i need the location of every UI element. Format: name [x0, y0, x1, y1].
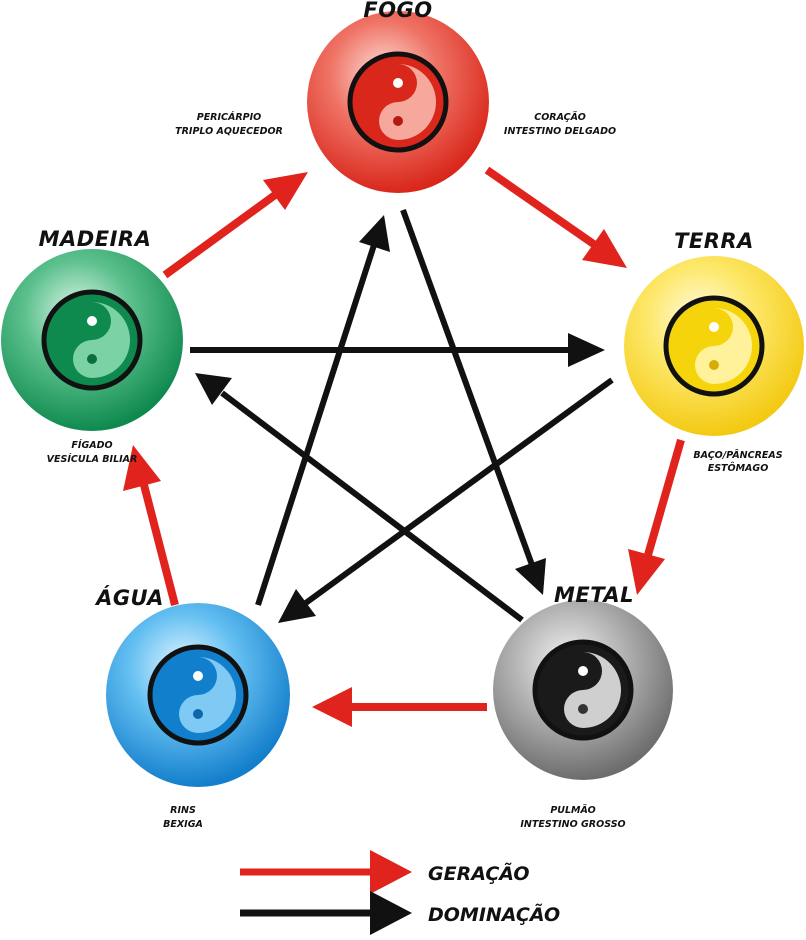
- arrow-terra-to-agua: [278, 377, 614, 623]
- element-metal: [493, 600, 673, 780]
- arrow-madeira-to-fogo: [162, 172, 308, 279]
- arrow-terra-to-metal: [628, 438, 685, 595]
- domination-arrows: [190, 208, 614, 623]
- metal-organ-label: INTESTINO GROSSO: [520, 819, 625, 830]
- element-agua: [106, 603, 290, 787]
- arrow-madeira-to-terra: [190, 333, 605, 367]
- arrow-metal-to-madeira: [195, 373, 524, 623]
- metal-title: METAL: [554, 583, 634, 607]
- terra-organ-label: ESTÔMAGO: [708, 463, 769, 474]
- generation-arrows: [123, 166, 685, 727]
- fogo-organ-label: PERICÁRPIO: [197, 111, 262, 123]
- madeira-organ-label: FÍGADO: [71, 439, 112, 451]
- metal-organ-label: PULMÃO: [550, 805, 595, 816]
- arrow-agua-to-fogo: [255, 215, 390, 606]
- legend: GERAÇÃO DOMINAÇÃO: [240, 850, 560, 935]
- yin-yang-icon: [347, 51, 449, 153]
- yin-yang-icon: [663, 295, 765, 397]
- arrow-metal-to-agua: [312, 687, 487, 727]
- legend-generation: GERAÇÃO: [240, 850, 530, 894]
- yin-yang-icon: [532, 639, 634, 741]
- element-madeira: [1, 249, 183, 431]
- legend-domination-label: DOMINAÇÃO: [428, 902, 560, 926]
- black-arrow-icon: [370, 891, 412, 935]
- fogo-title: FOGO: [363, 0, 432, 22]
- element-fogo: [307, 11, 489, 193]
- arrow-fogo-to-metal: [400, 208, 546, 595]
- fogo-organ-label: CORAÇÃO: [534, 112, 586, 123]
- fogo-organ-label: INTESTINO DELGADO: [504, 126, 616, 137]
- red-arrow-icon: [370, 850, 412, 894]
- fogo-organ-label: TRIPLO AQUECEDOR: [175, 126, 283, 137]
- terra-title: TERRA: [674, 229, 754, 253]
- yin-yang-icon: [147, 644, 249, 746]
- arrow-fogo-to-terra: [484, 166, 627, 268]
- legend-domination: DOMINAÇÃO: [240, 891, 560, 935]
- agua-title: ÁGUA: [94, 585, 164, 610]
- agua-organ-label: BEXIGA: [163, 819, 203, 830]
- legend-generation-label: GERAÇÃO: [428, 861, 530, 885]
- madeira-organ-label: VESÍCULA BILIAR: [47, 453, 138, 465]
- agua-organ-label: RINS: [170, 805, 196, 816]
- madeira-title: MADEIRA: [39, 227, 152, 251]
- element-terra: [624, 256, 804, 436]
- terra-organ-label: BAÇO/PÂNCREAS: [693, 450, 782, 461]
- yin-yang-icon: [41, 289, 143, 391]
- arrow-agua-to-madeira: [123, 445, 179, 607]
